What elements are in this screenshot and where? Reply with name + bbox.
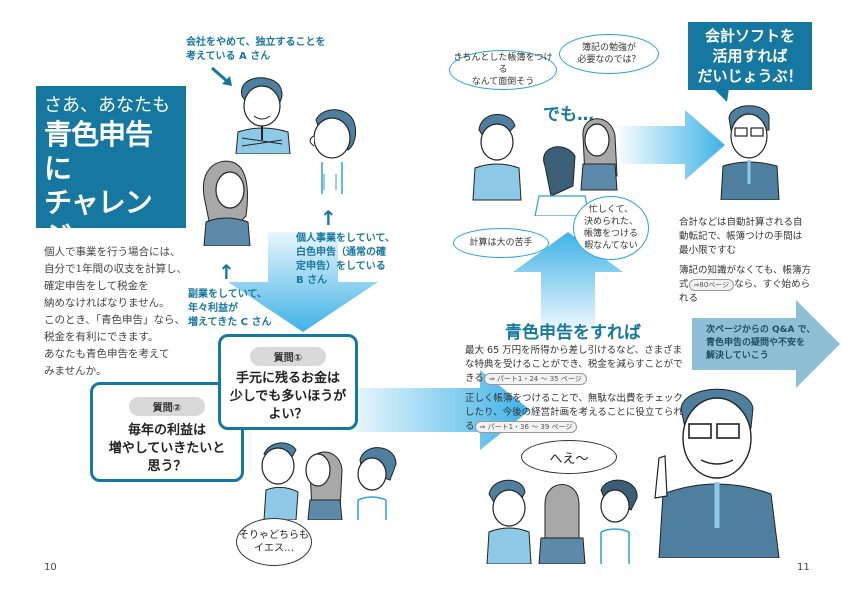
- speech-line: イエス…: [254, 543, 294, 554]
- worry-bubble-bookkeeping: 簿記の勉強が 必要なのでは？: [559, 34, 659, 74]
- intro-line: このとき、「青色申告」なら、: [44, 314, 186, 326]
- point-text: 簿記の知識がなくても、帳簿方式: [679, 265, 811, 290]
- intro-line: 税金を有利にできます。: [44, 331, 159, 343]
- person-a-illustration: [235, 77, 291, 154]
- question-2-label: 質問②: [128, 397, 206, 416]
- bubble-line: 帳簿をつける: [583, 229, 638, 239]
- caption-line: 副業をしていて、: [188, 289, 267, 300]
- caption-line: 定申告）をしている: [296, 261, 386, 272]
- bubble-line: 必要なのでは？: [577, 55, 641, 65]
- page-number-left: 10: [44, 562, 57, 573]
- caption-person-b: 個人事業をしていて、 白色申告（通常の確 定申告）をしている B さん: [296, 232, 426, 288]
- point-text: なら、すぐ始められる: [679, 279, 811, 304]
- group-speech-bubble: へえ～: [521, 440, 617, 474]
- advisor-pointing-illustration: [654, 388, 780, 558]
- caption-line: 会社をやめて、独立することを: [186, 37, 326, 48]
- crowd-illustration: [261, 442, 397, 520]
- caption-line: 個人事業をしていて、: [296, 233, 395, 244]
- intro-line: 個人で事業を行う場合には、: [44, 246, 181, 258]
- benefit-text: 最大 65 万円を所得から差し引けるなど、さまざまな特典を受けることができ、税金…: [465, 345, 683, 384]
- listening-group-illustration: [486, 479, 638, 564]
- page-reference-link[interactable]: ⇒ パート1・24 ～ 35 ページ: [483, 373, 587, 385]
- intro-line: 自分で1年間の収支を計算し、: [44, 263, 188, 275]
- bubble-line: 決められた、: [583, 217, 638, 227]
- blue-return-heading: 青色申告をすれば: [505, 323, 641, 343]
- software-callout-box: 会計ソフトを 活用すれば だいじょうぶ！: [688, 22, 812, 90]
- callout-line: 活用すれば: [712, 47, 788, 65]
- caption-person-a: 会社をやめて、独立することを 考えている A さん: [186, 36, 346, 64]
- next-page-text: 次ページからの Q&A で、 青色申告の疑問や不安を 解決していこう: [706, 324, 816, 363]
- person-c-illustration: [202, 160, 251, 246]
- but-label: でも…: [543, 105, 594, 125]
- question-1-label: 質問①: [249, 347, 327, 366]
- left-page: さあ、あなたも 青色申告に チャレンジ しよう 個人で事業を行う場合には、 自分…: [36, 36, 530, 573]
- person-b-illustration: [309, 109, 357, 194]
- worry-bubble-calculation: 計算は大の苦手: [453, 228, 549, 258]
- down-arrow-graphic: [228, 232, 378, 332]
- question-line: 手元に残るお金は: [235, 371, 340, 386]
- software-point-2: 簿記の知識がなくても、帳簿方式⇒80ページなら、すぐ始められる: [679, 264, 811, 306]
- crowd-speech-bubble: そりゃどちらも イエス…: [236, 518, 312, 566]
- question-2-box: 質問② 毎年の利益は 増やしていきたいと 思う？: [90, 382, 244, 482]
- caption-person-c: 副業をしていて、 年々利益が 増えてきた C さん: [188, 288, 288, 330]
- arrow-up-icon: ↑: [320, 206, 337, 230]
- next-line: 解決していこう: [706, 351, 769, 361]
- question-line: 思う？: [147, 459, 187, 474]
- bubble-line: 暇なんてない: [584, 241, 638, 251]
- next-line: 次ページからの Q&A で、: [706, 325, 816, 335]
- title-line-1: さあ、あなたも: [44, 95, 170, 116]
- page-reference-link[interactable]: ⇒80ページ: [688, 279, 735, 291]
- question-1-box: 質問① 手元に残るお金は 少しでも多いほうが よい？: [218, 334, 358, 430]
- question-line: 毎年の利益は: [127, 423, 206, 438]
- question-2-text: 毎年の利益は 増やしていきたいと 思う？: [93, 422, 241, 476]
- caption-line: B さん: [296, 275, 328, 286]
- right-arrow-graphic: [615, 110, 725, 180]
- question-line: 少しでも多いほうが: [229, 389, 347, 404]
- caption-line: 増えてきた C さん: [188, 317, 272, 328]
- question-line: よい？: [268, 407, 308, 422]
- software-advisor-illustration: [720, 105, 780, 200]
- bubble-line: 忙しくて、: [588, 205, 634, 215]
- next-page-arrow: [692, 300, 840, 388]
- title-line-4: しよう: [44, 254, 126, 287]
- bubble-line: 計算は大の苦手: [469, 238, 533, 248]
- worry-bubble-tedious: きちんとした帳簿をつける なんて面倒そう: [449, 50, 557, 90]
- callout-line: 会計ソフトを: [704, 27, 795, 45]
- intro-line: あなたも青色申告を考えて: [44, 348, 170, 360]
- caption-line: 考えている A さん: [186, 51, 271, 62]
- caption-line: 白色申告（通常の確: [296, 247, 386, 258]
- right-page: きちんとした帳簿をつける なんて面倒そう 簿記の勉強が 必要なのでは？ でも… …: [425, 0, 850, 602]
- worried-people-illustration: [472, 114, 618, 216]
- benefit-text: 正しく帳簿をつけることで、無駄な出費をチェックしたり、今後の経営計画を考えること…: [465, 393, 683, 432]
- title-line-3: チャレンジ: [44, 186, 153, 253]
- arrow-up-icon: ↑: [218, 260, 235, 284]
- intro-line: みませんか。: [44, 365, 107, 377]
- callout-tail: [713, 88, 729, 102]
- bubble-line: きちんとした帳簿をつける: [453, 53, 553, 75]
- benefit-1: 最大 65 万円を所得から差し引けるなど、さまざまな特典を受けることができ、税金…: [465, 344, 683, 386]
- page-reference-link[interactable]: ⇒ パート1・36 ～ 39 ページ: [474, 421, 578, 433]
- question-line: 増やしていきたいと: [108, 441, 226, 456]
- caption-line: 年々利益が: [188, 303, 238, 314]
- intro-line: 確定申告をして税金を: [44, 280, 149, 292]
- speech-line: そりゃどちらも: [239, 530, 309, 541]
- software-point-1: 合計などは自動計算される自動転記で、帳簿つけの手間は最小限ですむ: [679, 217, 803, 256]
- page-number-right: 11: [797, 562, 810, 573]
- intro-line: 納めなければなりません。: [44, 297, 170, 309]
- bubble-line: なんて面倒そう: [471, 77, 535, 87]
- page-title-box: さあ、あなたも 青色申告に チャレンジ しよう: [36, 86, 186, 287]
- bubble-line: 簿記の勉強が: [581, 43, 636, 53]
- next-line: 青色申告の疑問や不安を: [706, 338, 806, 348]
- benefit-2: 正しく帳簿をつけることで、無駄な出費をチェックしたり、今後の経営計画を考えること…: [465, 392, 683, 434]
- intro-paragraph: 個人で事業を行う場合には、 自分で1年間の収支を計算し、 確定申告をして税金を …: [44, 244, 194, 380]
- callout-line: だいじょうぶ！: [697, 67, 803, 85]
- title-line-2: 青色申告に: [44, 118, 153, 185]
- question-1-text: 手元に残るお金は 少しでも多いほうが よい？: [221, 370, 355, 424]
- arrow-to-person-a-icon: [211, 66, 232, 86]
- worry-bubble-busy: 忙しくて、 決められた、 帳簿をつける 暇なんてない: [573, 196, 649, 260]
